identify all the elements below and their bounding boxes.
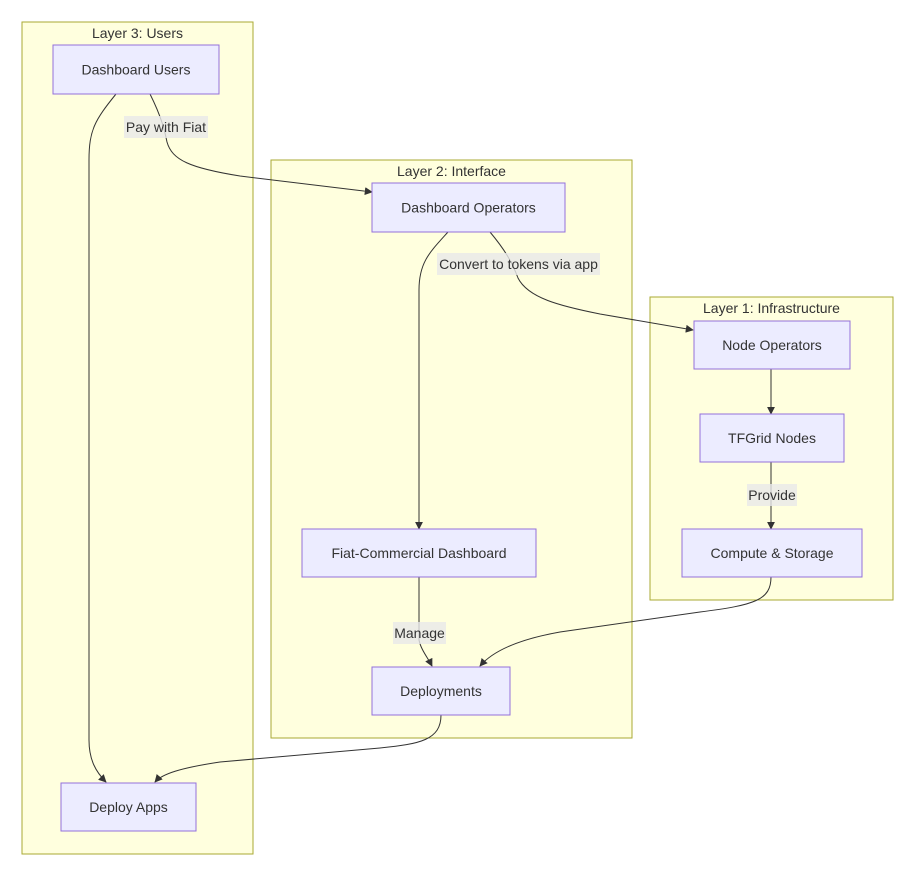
node-node-operators[interactable]: Node Operators [693, 320, 851, 370]
edge-compute-storage-to-deployments [479, 576, 772, 667]
edges [88, 93, 775, 783]
node-label: Deploy Apps [89, 799, 168, 815]
cluster-layer-3-users: Layer 3: Users [21, 21, 254, 855]
node-box[interactable] [301, 528, 537, 578]
cluster-layer-1-title: Layer 1: Infrastructure [703, 300, 840, 316]
node-dashboard-users[interactable]: Dashboard Users [52, 44, 220, 95]
node-box[interactable] [52, 44, 220, 95]
node-box[interactable] [371, 182, 566, 233]
edge-label-text: Convert to tokens via app [439, 256, 598, 272]
node-label: Deployments [400, 683, 482, 699]
node-label: Compute & Storage [711, 545, 834, 561]
node-label: Dashboard Users [82, 62, 191, 78]
node-box[interactable] [371, 666, 511, 716]
node-label: Dashboard Operators [401, 200, 536, 216]
edge-dashboard-users-to-deploy-apps [88, 93, 117, 783]
edge-label-convert-to-tokens: Convert to tokens via app [437, 253, 600, 275]
edge-label-background [124, 116, 208, 138]
edge-label-background [747, 484, 797, 506]
node-label: Fiat-Commercial Dashboard [331, 545, 506, 561]
node-box[interactable] [60, 782, 197, 832]
node-label: TFGrid Nodes [728, 430, 816, 446]
node-deploy-apps[interactable]: Deploy Apps [60, 782, 197, 832]
cluster-layer-2-box [270, 159, 633, 739]
edge-label-provide: Provide [747, 484, 797, 506]
edge-label-text: Pay with Fiat [126, 119, 206, 135]
node-dashboard-operators[interactable]: Dashboard Operators [371, 182, 566, 233]
node-fiat-commercial-dashboard[interactable]: Fiat-Commercial Dashboard [301, 528, 537, 578]
edge-label-background [393, 622, 446, 644]
edge-label-text: Provide [748, 487, 796, 503]
edge-dashboard-users-to-dashboard-operators [149, 93, 373, 196]
edge-label-background [437, 253, 600, 275]
node-tfgrid-nodes[interactable]: TFGrid Nodes [699, 413, 845, 463]
cluster-layer-3-title: Layer 3: Users [92, 25, 183, 41]
node-label: Node Operators [722, 337, 822, 353]
edge-label-text: Manage [394, 625, 445, 641]
edge-label-manage: Manage [393, 622, 446, 644]
node-box[interactable] [681, 528, 863, 578]
node-deployments[interactable]: Deployments [371, 666, 511, 716]
cluster-layer-3-box [21, 21, 254, 855]
edge-deployments-to-deploy-apps [154, 714, 442, 783]
cluster-layer-2-title: Layer 2: Interface [397, 163, 506, 179]
node-box[interactable] [693, 320, 851, 370]
edge-dashboard-operators-to-node-operators [489, 231, 694, 333]
edge-dashboard-operators-to-fiat-commercial [415, 231, 449, 530]
node-compute-storage[interactable]: Compute & Storage [681, 528, 863, 578]
cluster-layer-2-interface: Layer 2: Interface [270, 159, 633, 739]
node-box[interactable] [699, 413, 845, 463]
edge-label-pay-with-fiat: Pay with Fiat [124, 116, 208, 138]
